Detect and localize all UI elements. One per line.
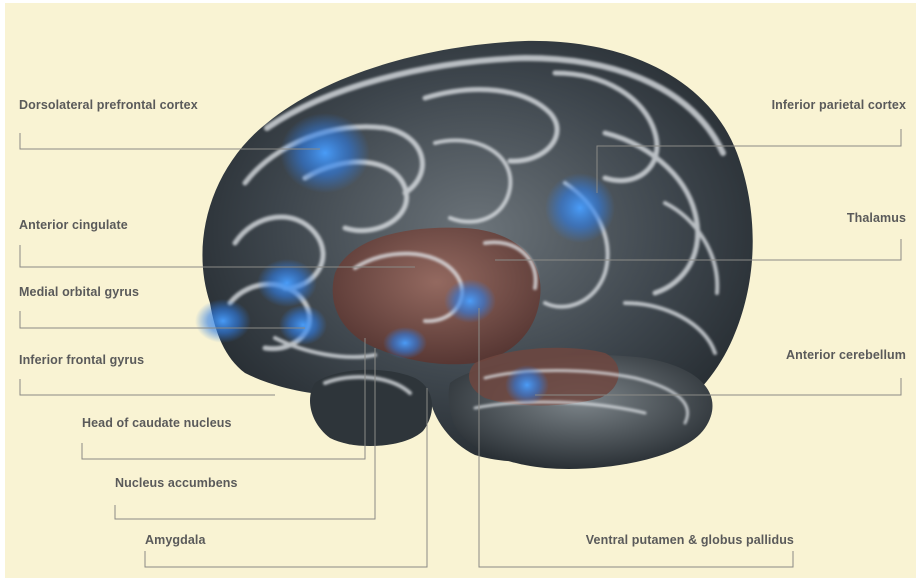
label-amygdala: Amygdala <box>145 533 206 547</box>
label-dorsolateral-prefrontal-cortex: Dorsolateral prefrontal cortex <box>19 98 198 112</box>
brain-figure: Dorsolateral prefrontal cortex Anterior … <box>5 3 916 578</box>
label-nucleus-accumbens: Nucleus accumbens <box>115 476 238 490</box>
label-ventral-putamen-globus-pallidus: Ventral putamen & globus pallidus <box>586 533 794 547</box>
label-inferior-parietal-cortex: Inferior parietal cortex <box>772 98 906 112</box>
label-medial-orbital-gyrus: Medial orbital gyrus <box>19 285 139 299</box>
label-head-of-caudate-nucleus: Head of caudate nucleus <box>82 416 232 430</box>
label-anterior-cerebellum: Anterior cerebellum <box>786 348 906 362</box>
brain-illustration <box>5 3 916 578</box>
label-thalamus: Thalamus <box>847 211 906 225</box>
label-anterior-cingulate: Anterior cingulate <box>19 218 128 232</box>
label-inferior-frontal-gyrus: Inferior frontal gyrus <box>19 353 144 367</box>
leader-line-inferior-frontal-gyrus <box>20 379 275 395</box>
